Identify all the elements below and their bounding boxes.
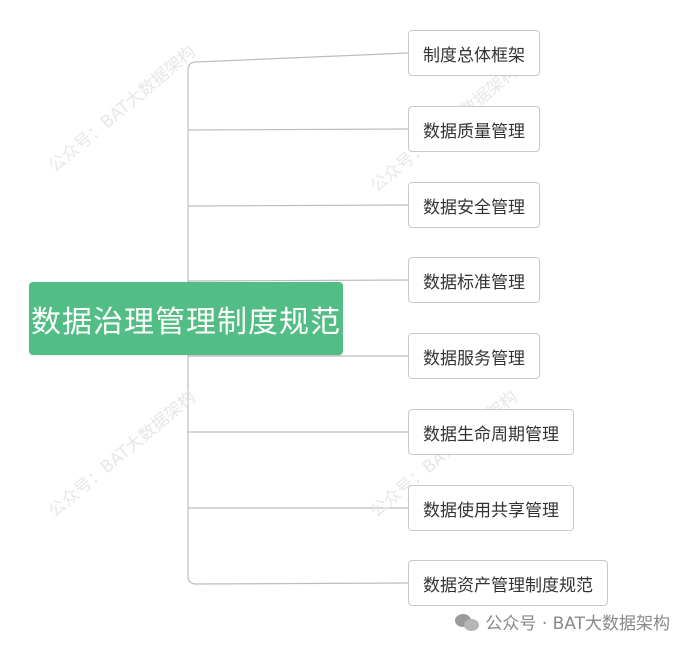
branch-node: 数据标准管理 <box>408 257 540 303</box>
branch-node: 数据服务管理 <box>408 333 540 379</box>
branch-node: 数据生命周期管理 <box>408 409 574 455</box>
branch-node: 数据使用共享管理 <box>408 485 574 531</box>
wechat-icon <box>455 612 481 632</box>
connector-branch <box>187 128 409 131</box>
connector-branch <box>187 204 409 207</box>
footer-text: 公众号 · BAT大数据架构 <box>485 614 670 634</box>
branch-node: 数据质量管理 <box>408 106 540 152</box>
footer-credit: 公众号 · BAT大数据架构 <box>455 609 670 634</box>
branch-node: 数据资产管理制度规范 <box>408 560 608 606</box>
connector-branch <box>195 52 409 63</box>
branch-node: 数据安全管理 <box>408 182 540 228</box>
connector-branch <box>187 279 409 282</box>
connector-branch <box>195 582 409 585</box>
root-node: 数据治理管理制度规范 <box>29 282 343 355</box>
branch-node: 制度总体框架 <box>408 30 540 76</box>
